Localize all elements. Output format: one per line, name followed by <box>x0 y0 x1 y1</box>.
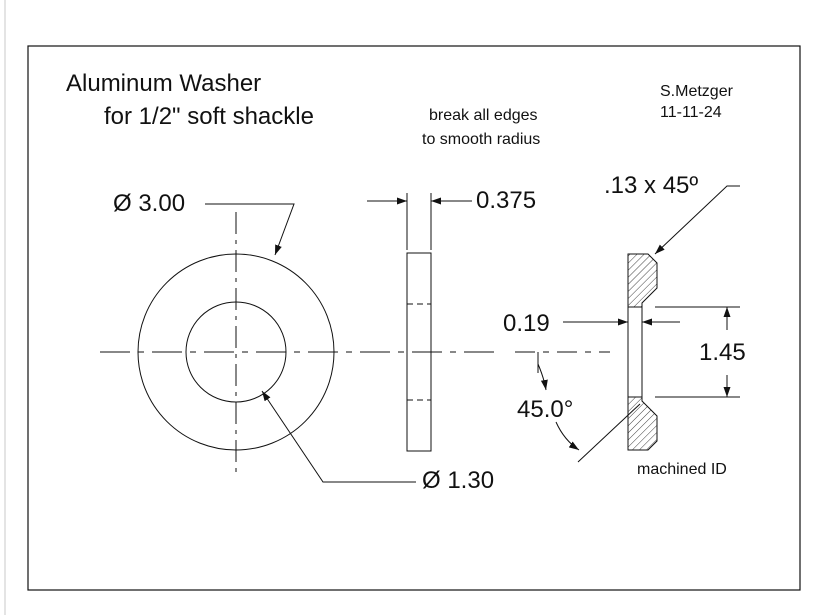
angle-arc-upper <box>537 363 548 391</box>
angle-extension-line <box>577 403 641 463</box>
thickness-label: 0.375 <box>476 187 537 214</box>
depth-label: 0.19 <box>503 310 550 337</box>
inner-diameter-leader <box>261 390 416 483</box>
machined-id-note: machined ID <box>637 461 727 478</box>
chamfer-label: .13 x 45º <box>604 172 699 199</box>
section-top-wall <box>627 253 658 308</box>
angle-label: 45.0° <box>517 396 574 423</box>
angle-arc-lower <box>555 421 580 451</box>
drawing-date: 11-11-24 <box>660 104 722 121</box>
title-line-2: for 1/2" soft shackle <box>104 103 314 130</box>
section-bottom-wall <box>627 396 658 451</box>
outer-diameter-leader <box>205 203 295 256</box>
washer-section-view <box>627 253 658 451</box>
title-line-1: Aluminum Washer <box>66 70 262 97</box>
edge-note-line-2: to smooth radius <box>422 131 541 148</box>
washer-side-view <box>406 252 432 452</box>
chamfer-leader <box>654 185 740 255</box>
washer-front-view <box>137 212 335 472</box>
outer-diameter-label: Ø 3.00 <box>113 190 186 217</box>
author-name: S.Metzger <box>660 83 733 100</box>
edge-note-line-1: break all edges <box>429 107 538 124</box>
side-profile <box>406 252 432 452</box>
drawing-border <box>27 45 801 591</box>
bore-label: 1.45 <box>699 339 746 366</box>
inner-diameter-label: Ø 1.30 <box>422 467 495 494</box>
